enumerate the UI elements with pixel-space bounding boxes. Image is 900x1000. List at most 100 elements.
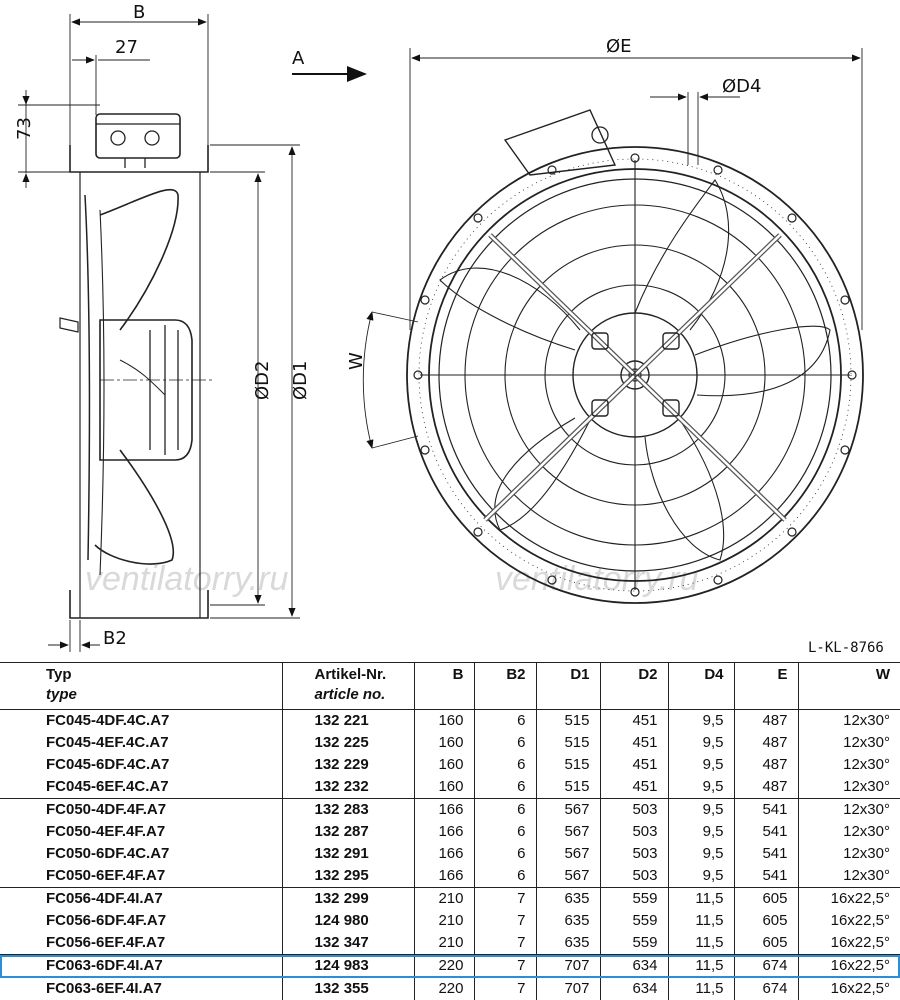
cell-b: 160: [414, 754, 474, 776]
header-w: W: [798, 663, 900, 710]
cell-d2: 451: [600, 732, 668, 754]
cell-e: 487: [734, 754, 798, 776]
cell-b: 160: [414, 776, 474, 799]
cell-d4: 9,5: [668, 843, 734, 865]
cell-b: 166: [414, 821, 474, 843]
header-typ-label: Typ: [46, 666, 72, 683]
cell-b: 210: [414, 888, 474, 911]
header-article-label: article no.: [315, 685, 404, 705]
header-typ: Typ type: [0, 663, 282, 710]
cell-article: 132 295: [282, 865, 414, 888]
cell-type: FC050-4EF.4F.A7: [0, 821, 282, 843]
cell-d2: 559: [600, 888, 668, 911]
cell-type: FC056-6DF.4F.A7: [0, 910, 282, 932]
cell-d1: 515: [536, 754, 600, 776]
cell-type: FC056-6EF.4F.A7: [0, 932, 282, 955]
dim-e-label: ØE: [606, 36, 632, 57]
cell-type: FC056-4DF.4I.A7: [0, 888, 282, 911]
cell-type: FC050-4DF.4F.A7: [0, 799, 282, 822]
dim-27-label: 27: [115, 37, 138, 58]
dim-w-label: W: [346, 352, 367, 370]
header-b: B: [414, 663, 474, 710]
cell-w: 16x22,5°: [798, 955, 900, 978]
cell-type: FC050-6EF.4F.A7: [0, 865, 282, 888]
drawing-code: L-KL-8766: [808, 640, 884, 656]
cell-d2: 451: [600, 776, 668, 799]
dim-d1-label: ØD1: [290, 361, 311, 400]
cell-article: 132 221: [282, 710, 414, 733]
cell-d2: 634: [600, 955, 668, 978]
cell-d2: 559: [600, 932, 668, 955]
cell-b: 210: [414, 910, 474, 932]
cell-b2: 6: [474, 843, 536, 865]
cell-b: 210: [414, 932, 474, 955]
cell-d1: 567: [536, 865, 600, 888]
cell-w: 16x22,5°: [798, 910, 900, 932]
table-header-row: Typ type Artikel-Nr. article no. B B2 D1…: [0, 663, 900, 710]
cell-type: FC063-6DF.4I.A7: [0, 955, 282, 978]
cell-type: FC045-4DF.4C.A7: [0, 710, 282, 733]
cell-b2: 6: [474, 732, 536, 754]
cell-d1: 515: [536, 732, 600, 754]
cell-d1: 635: [536, 888, 600, 911]
cell-d4: 11,5: [668, 955, 734, 978]
cell-article: 132 287: [282, 821, 414, 843]
cell-e: 605: [734, 888, 798, 911]
cell-e: 487: [734, 710, 798, 733]
cell-d4: 9,5: [668, 776, 734, 799]
header-artikel: Artikel-Nr. article no.: [282, 663, 414, 710]
cell-d1: 567: [536, 821, 600, 843]
cell-d4: 9,5: [668, 732, 734, 754]
cell-d4: 11,5: [668, 888, 734, 911]
cell-w: 12x30°: [798, 843, 900, 865]
side-view: [18, 14, 300, 652]
spec-table: Typ type Artikel-Nr. article no. B B2 D1…: [0, 662, 900, 1000]
cell-b: 160: [414, 710, 474, 733]
cell-e: 674: [734, 955, 798, 978]
front-view: [363, 48, 863, 603]
cell-d4: 11,5: [668, 932, 734, 955]
cell-d2: 451: [600, 710, 668, 733]
cell-b2: 6: [474, 799, 536, 822]
cell-article: 124 983: [282, 955, 414, 978]
cell-w: 12x30°: [798, 776, 900, 799]
cell-b2: 7: [474, 932, 536, 955]
cell-b: 160: [414, 732, 474, 754]
cell-d2: 503: [600, 843, 668, 865]
dim-b2-label: B2: [103, 628, 127, 649]
cell-article: 132 291: [282, 843, 414, 865]
cell-d4: 9,5: [668, 865, 734, 888]
cell-article: 124 980: [282, 910, 414, 932]
cell-b: 166: [414, 799, 474, 822]
cell-b2: 6: [474, 710, 536, 733]
cell-e: 487: [734, 776, 798, 799]
cell-d4: 9,5: [668, 821, 734, 843]
cell-article: 132 283: [282, 799, 414, 822]
header-type-label: type: [46, 685, 272, 705]
cell-type: FC045-6EF.4C.A7: [0, 776, 282, 799]
cell-d4: 9,5: [668, 710, 734, 733]
cell-e: 541: [734, 821, 798, 843]
cell-b2: 7: [474, 910, 536, 932]
cell-w: 12x30°: [798, 821, 900, 843]
fan-technical-drawing: ventilatorry.ru ventilatorry.ru: [0, 0, 900, 662]
cell-w: 12x30°: [798, 710, 900, 733]
cell-e: 541: [734, 865, 798, 888]
cell-b2: 7: [474, 955, 536, 978]
cell-d2: 503: [600, 799, 668, 822]
header-e: E: [734, 663, 798, 710]
cell-e: 541: [734, 799, 798, 822]
cell-d1: 635: [536, 932, 600, 955]
cell-w: 16x22,5°: [798, 888, 900, 911]
cell-d1: 707: [536, 955, 600, 978]
